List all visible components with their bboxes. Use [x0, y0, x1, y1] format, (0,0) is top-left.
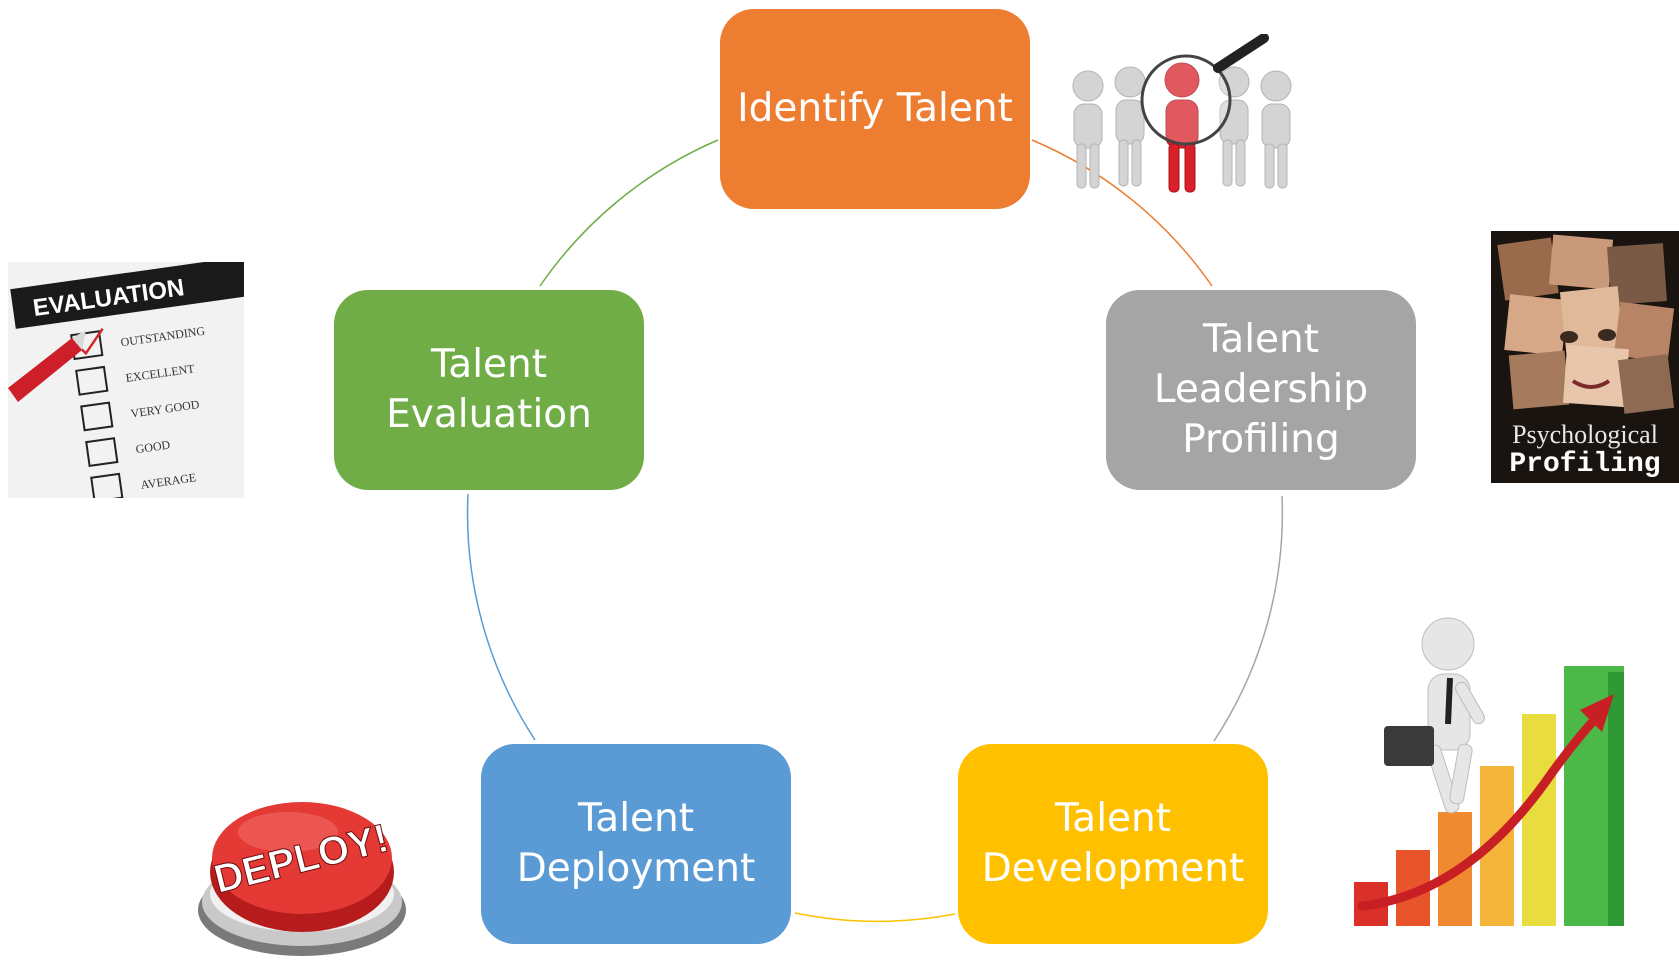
node-talent-development: Talent Development — [958, 744, 1268, 944]
deploy-button-image: DEPLOY! — [198, 802, 406, 956]
node-talent-leadership-profiling-label: Talent Leadership Profiling — [1153, 317, 1369, 462]
node-talent-evaluation-label: Talent Evaluation — [386, 342, 592, 437]
face-collage — [1497, 234, 1675, 414]
connector-identify-to-profiling — [1031, 139, 1213, 287]
briefcase-icon — [1384, 726, 1434, 766]
growth-bars — [1354, 666, 1624, 926]
evaluation-option-label: GOOD — [135, 438, 172, 457]
node-talent-deployment: Talent Deployment — [481, 744, 791, 944]
checkbox-icon — [90, 472, 124, 498]
figure-icon — [1114, 66, 1146, 187]
people-magnifier-image — [1072, 34, 1292, 193]
connector-deployment-to-evaluation — [466, 493, 536, 741]
checkbox-icon — [85, 437, 119, 468]
checkbox-icon — [80, 401, 114, 432]
profiling-title-line1: Psychological — [1512, 420, 1658, 449]
node-talent-evaluation: Talent Evaluation — [334, 290, 644, 490]
magnifier-icon — [1140, 34, 1269, 146]
growth-arrow-icon — [1357, 713, 1601, 911]
arrow-head-icon — [1580, 694, 1614, 732]
node-talent-development-label: Talent Development — [981, 796, 1245, 891]
connector-evaluation-to-identify — [539, 139, 719, 287]
businessman-icon — [1421, 617, 1485, 814]
figure-icon — [1072, 70, 1104, 189]
psychological-profiling-image: Psychological Profiling — [1491, 231, 1679, 483]
evaluation-form-image: EVALUATION OUTSTANDING EXCELLENT VERY GO… — [8, 262, 244, 498]
node-talent-deployment-label: Talent Deployment — [516, 796, 756, 891]
connector-development-to-deployment — [794, 912, 956, 923]
growth-chart-image — [1354, 617, 1624, 926]
tie-icon — [1445, 677, 1453, 725]
red-figure-icon — [1164, 62, 1200, 193]
red-pen-icon — [8, 330, 86, 402]
node-identify-talent: Identify Talent — [720, 9, 1030, 209]
profiling-title-line2: Profiling — [1509, 449, 1660, 480]
figure-icon — [1218, 66, 1250, 187]
figure-icon — [1260, 70, 1292, 189]
checkbox-icon — [75, 365, 109, 396]
connector-profiling-to-development — [1213, 495, 1284, 742]
node-talent-leadership-profiling: Talent Leadership Profiling — [1106, 290, 1416, 490]
node-identify-talent-label: Identify Talent — [737, 86, 1013, 131]
